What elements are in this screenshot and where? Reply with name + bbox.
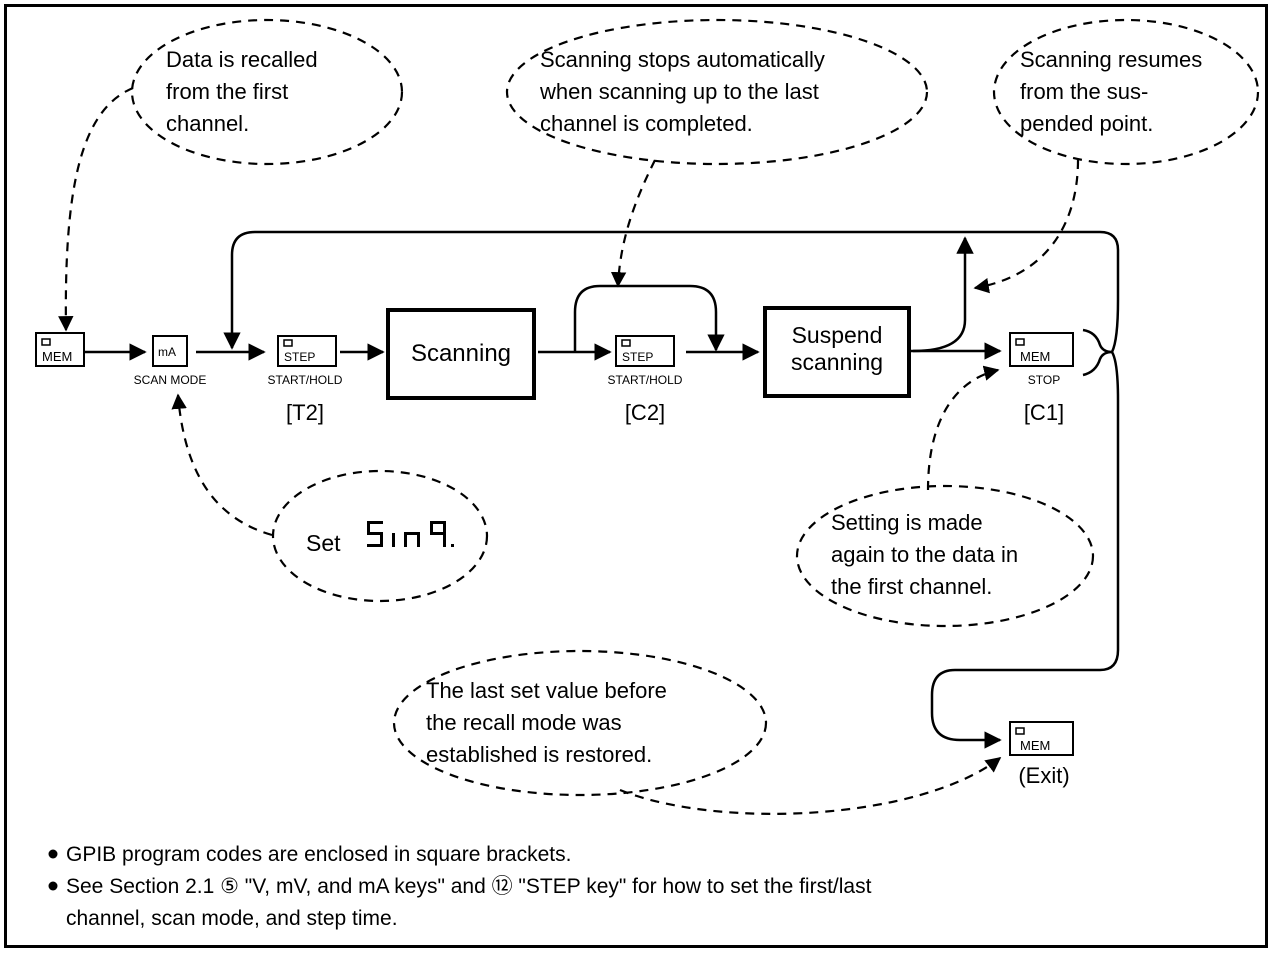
scanning-state-label: Scanning bbox=[411, 340, 511, 367]
step-key-t2-code: [T2] bbox=[286, 400, 324, 425]
step-key-c2-code: [C2] bbox=[625, 400, 665, 425]
scanning-state-box: Scanning bbox=[386, 308, 536, 400]
bubble-setting-again-line-1: Setting is made bbox=[831, 510, 983, 535]
ma-key-label: mA bbox=[158, 345, 176, 359]
bubble-scan-stops-line-1: Scanning stops automatically bbox=[540, 47, 825, 72]
suspend-state-line-1: Suspend bbox=[792, 322, 883, 348]
note-2: See Section 2.1 ⑤ "V, mV, and mA keys" a… bbox=[66, 875, 872, 898]
bubble-setting-again: Setting is made again to the data in the… bbox=[795, 484, 1095, 628]
diagram-frame bbox=[4, 4, 1268, 948]
bubble-setting-again-line-2: again to the data in bbox=[831, 542, 1018, 567]
ma-key-caption: SCAN MODE bbox=[134, 373, 207, 387]
notes: GPIB program codes are enclosed in squar… bbox=[48, 843, 872, 930]
bubble-scan-stops-line-3: channel is completed. bbox=[540, 111, 753, 136]
ma-key[interactable]: mA bbox=[152, 335, 188, 367]
bubble-setting-again-line-3: the first channel. bbox=[831, 574, 992, 599]
step-key-t2-label: STEP bbox=[284, 350, 315, 364]
bubble-scan-resumes: Scanning resumes from the sus- pended po… bbox=[992, 18, 1260, 166]
flow-arrows bbox=[85, 230, 1120, 749]
mem-key-stop[interactable]: MEM bbox=[1009, 332, 1074, 367]
bubble-recall-first-line-1: Data is recalled bbox=[166, 47, 318, 72]
mem-key-entry-label: MEM bbox=[42, 349, 72, 364]
step-key-c2-label: STEP bbox=[622, 350, 653, 364]
bubble-last-value: The last set value before the recall mod… bbox=[392, 649, 768, 797]
bullet-icon bbox=[48, 881, 58, 891]
bubble-recall-first-line-2: from the first bbox=[166, 79, 288, 104]
mem-key-exit-label: MEM bbox=[1020, 738, 1050, 753]
bubble-set-display: Set bbox=[271, 469, 489, 603]
bubble-scan-resumes-line-1: Scanning resumes bbox=[1020, 47, 1202, 72]
bubble-scan-resumes-line-2: from the sus- bbox=[1020, 79, 1148, 104]
step-key-c2[interactable]: STEP bbox=[615, 335, 675, 367]
mem-key-stop-label: MEM bbox=[1020, 349, 1050, 364]
bullet-icon bbox=[48, 849, 58, 859]
bubble-last-value-line-3: established is restored. bbox=[426, 742, 652, 767]
step-key-c2-caption: START/HOLD bbox=[608, 373, 683, 387]
bubble-scan-resumes-line-3: pended point. bbox=[1020, 111, 1153, 136]
step-key-t2-caption: START/HOLD bbox=[268, 373, 343, 387]
note-3: channel, scan mode, and step time. bbox=[66, 907, 398, 930]
suspend-state-line-2: scanning bbox=[791, 349, 883, 375]
seven-segment-display-icon bbox=[367, 521, 454, 547]
step-key-t2[interactable]: STEP bbox=[277, 335, 337, 367]
bubble-last-value-line-1: The last set value before bbox=[426, 678, 667, 703]
mem-key-stop-caption: STOP bbox=[1028, 373, 1060, 387]
suspend-scanning-state-box: Suspend scanning bbox=[763, 306, 911, 398]
mem-key-stop-code: [C1] bbox=[1024, 400, 1064, 425]
bubble-scan-stops: Scanning stops automatically when scanni… bbox=[505, 18, 929, 166]
bubble-recall-first-line-3: channel. bbox=[166, 111, 249, 136]
bubble-recall-first: Data is recalled from the first channel. bbox=[130, 18, 404, 166]
bubble-set-prefix: Set bbox=[306, 530, 341, 556]
mem-key-exit[interactable]: MEM bbox=[1009, 721, 1074, 756]
bubble-scan-stops-line-2: when scanning up to the last bbox=[539, 79, 819, 104]
note-1: GPIB program codes are enclosed in squar… bbox=[66, 843, 571, 866]
mem-key-entry[interactable]: MEM bbox=[35, 332, 85, 367]
mem-key-exit-caption: (Exit) bbox=[1018, 763, 1069, 788]
bubble-last-value-line-2: the recall mode was bbox=[426, 710, 622, 735]
dashed-pointers bbox=[58, 86, 1080, 815]
